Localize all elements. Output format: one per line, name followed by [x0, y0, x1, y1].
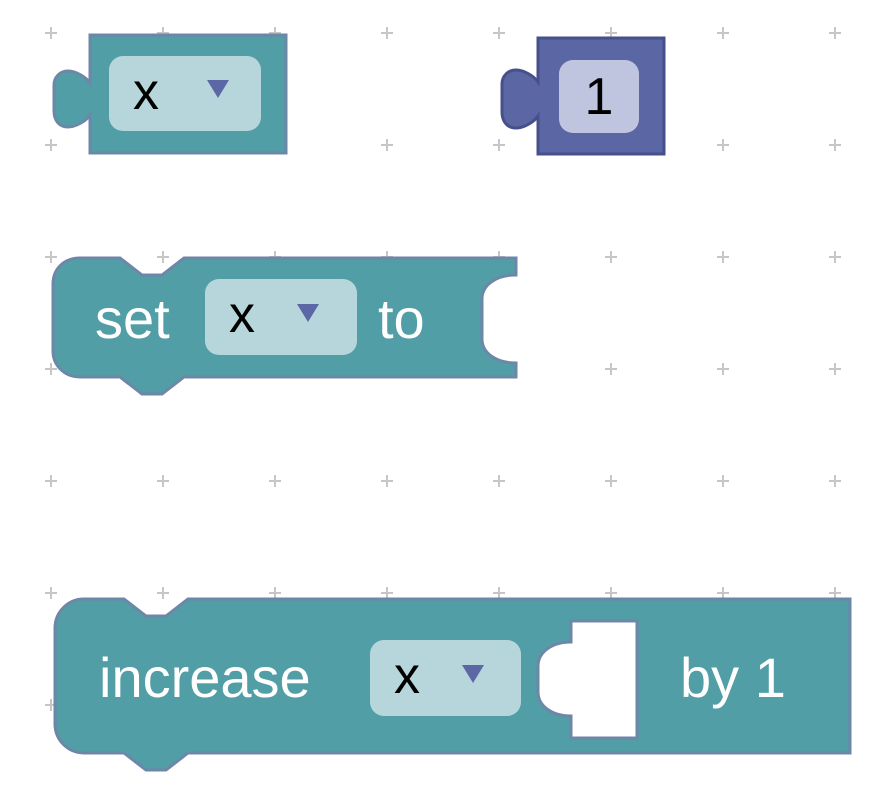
variable-name: x: [394, 646, 420, 705]
grid-cross: [45, 27, 57, 39]
grid-cross: [717, 475, 729, 487]
grid-cross: [605, 587, 617, 599]
math-number-block[interactable]: 1: [498, 36, 668, 156]
grid-cross: [493, 27, 505, 39]
grid-cross: [45, 587, 57, 599]
grid-cross: [381, 139, 393, 151]
grid-cross: [605, 475, 617, 487]
grid-cross: [157, 475, 169, 487]
grid-cross: [269, 27, 281, 39]
grid-cross: [157, 251, 169, 263]
grid-cross: [493, 139, 505, 151]
grid-cross: [45, 475, 57, 487]
by-label: by 1: [680, 646, 786, 709]
grid-cross: [829, 363, 841, 375]
grid-cross: [269, 587, 281, 599]
to-label: to: [378, 287, 425, 350]
grid-cross: [45, 699, 57, 711]
grid-cross: [605, 27, 617, 39]
grid-cross: [829, 475, 841, 487]
variable-name: x: [229, 285, 255, 344]
math-change-block[interactable]: increase x by 1: [52, 596, 856, 776]
variable-dropdown[interactable]: x: [109, 56, 261, 131]
grid-cross: [717, 27, 729, 39]
grid-cross: [605, 251, 617, 263]
grid-cross: [717, 251, 729, 263]
empty-value-input-slot[interactable]: [540, 621, 638, 739]
variable-name: x: [133, 62, 159, 121]
triangle-down-icon: [207, 80, 229, 98]
grid-cross: [45, 251, 57, 263]
grid-cross: [381, 475, 393, 487]
grid-cross: [157, 27, 169, 39]
grid-cross: [45, 139, 57, 151]
grid-cross: [717, 363, 729, 375]
grid-cross: [381, 587, 393, 599]
increase-label: increase: [99, 646, 311, 709]
grid-cross: [829, 587, 841, 599]
grid-cross: [829, 27, 841, 39]
grid-cross: [717, 139, 729, 151]
variable-dropdown[interactable]: x: [205, 279, 357, 355]
grid-cross: [717, 587, 729, 599]
grid-cross: [157, 587, 169, 599]
grid-cross: [605, 363, 617, 375]
number-value-field[interactable]: 1: [559, 60, 639, 133]
grid-cross: [493, 587, 505, 599]
grid-cross: [381, 27, 393, 39]
grid-cross: [829, 139, 841, 151]
grid-cross: [45, 363, 57, 375]
variables-set-block[interactable]: set x to: [50, 255, 522, 397]
triangle-down-icon: [462, 665, 484, 683]
triangle-down-icon: [297, 304, 319, 322]
set-label: set: [95, 287, 170, 350]
variable-get-block[interactable]: x: [50, 33, 290, 155]
grid-cross: [269, 475, 281, 487]
variable-dropdown[interactable]: x: [370, 640, 521, 716]
grid-cross: [493, 475, 505, 487]
grid-cross: [829, 251, 841, 263]
